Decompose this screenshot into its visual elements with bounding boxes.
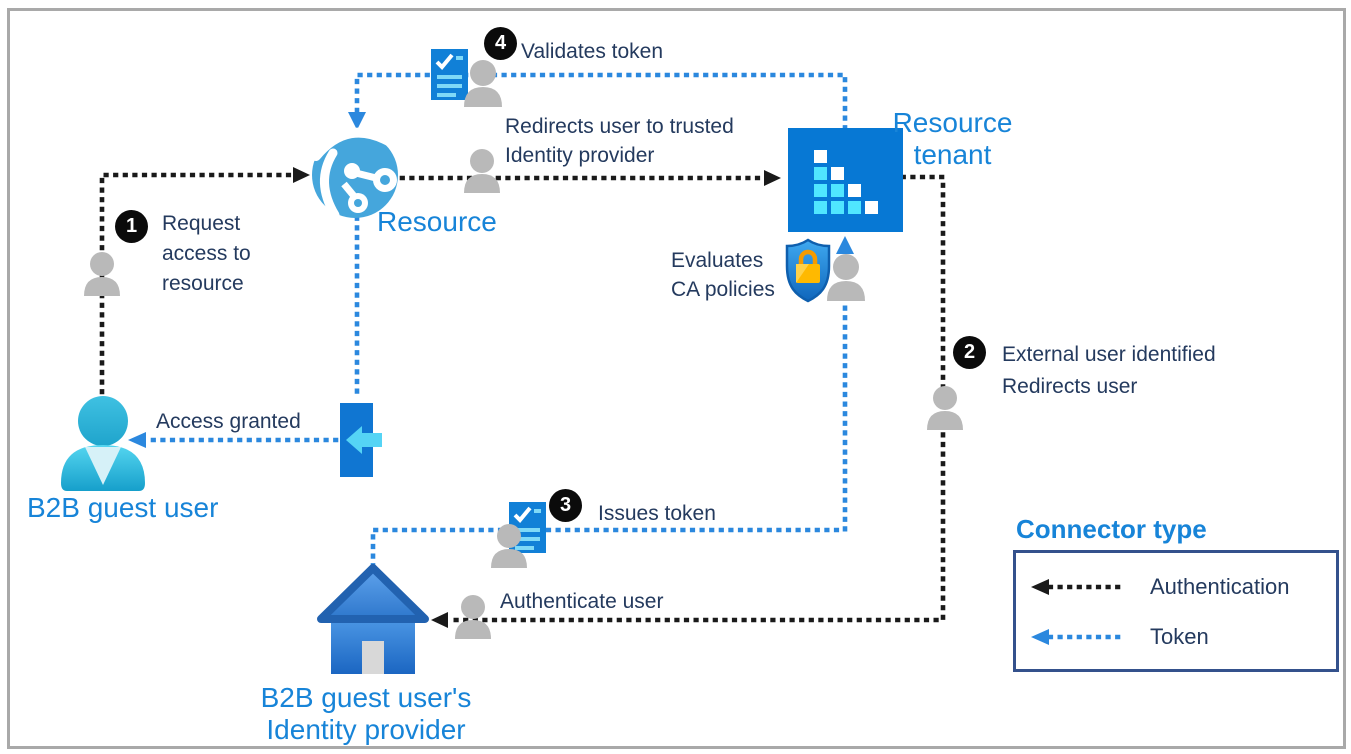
step-text-line: access to bbox=[162, 242, 251, 265]
step-text-line: resource bbox=[162, 272, 244, 295]
node-label-line: Identity provider bbox=[266, 714, 466, 745]
legend-item-authentication: Authentication bbox=[1150, 574, 1290, 599]
redirect-annotation: Redirects user to trusted Identity provi… bbox=[505, 112, 734, 170]
tenant-building-icon bbox=[788, 128, 903, 232]
annotation-line: Identity provider bbox=[505, 144, 655, 167]
step-badge-1: 1 bbox=[115, 210, 148, 243]
person-icon-step3 bbox=[491, 524, 527, 568]
identity-provider-label: B2B guest user's Identity provider bbox=[255, 682, 477, 746]
node-label-line: tenant bbox=[913, 139, 992, 170]
step-text-line: Request bbox=[162, 212, 241, 235]
person-icon-authenticate-line bbox=[455, 595, 491, 639]
token-connector-validates bbox=[348, 72, 848, 131]
shield-lock-icon bbox=[785, 238, 831, 303]
token-connector-access-granted bbox=[128, 215, 360, 448]
step-badge-2: 2 bbox=[953, 336, 986, 369]
legend-item-token: Token bbox=[1150, 624, 1209, 649]
person-icon-redirect-line bbox=[464, 149, 500, 193]
home-icon bbox=[317, 564, 429, 674]
step-text-2: External user identified Redirects user bbox=[1002, 339, 1216, 403]
token-connector-issues bbox=[370, 236, 854, 569]
guest-person-icon bbox=[61, 396, 145, 491]
auth-connector-request-access bbox=[99, 167, 310, 395]
resource-tenant-label: Resource tenant bbox=[875, 107, 1030, 171]
auth-connector-redirect-to-idp bbox=[399, 170, 781, 186]
legend-auth-connector-sample bbox=[1031, 579, 1121, 595]
person-icon-under-tenant bbox=[827, 254, 865, 301]
annotation-line: CA policies bbox=[671, 278, 775, 301]
authenticate-user-annotation: Authenticate user bbox=[500, 590, 664, 613]
annotation-line: Evaluates bbox=[671, 249, 764, 272]
signin-door-icon bbox=[340, 403, 382, 477]
diagram-border bbox=[7, 8, 1346, 749]
step-text-3: Issues token bbox=[598, 502, 716, 525]
access-granted-annotation: Access granted bbox=[156, 410, 301, 433]
globe-network-icon bbox=[311, 127, 398, 220]
node-label-line: Resource bbox=[892, 107, 1013, 138]
node-label-line: B2B guest user's bbox=[260, 682, 472, 713]
person-icon-request-line bbox=[84, 252, 120, 296]
legend-title: Connector type bbox=[1016, 514, 1207, 544]
step-badge-3: 3 bbox=[549, 489, 582, 522]
guest-user-label: B2B guest user bbox=[27, 492, 219, 523]
evaluates-annotation: Evaluates CA policies bbox=[671, 246, 775, 304]
step-badge-4: 4 bbox=[484, 27, 517, 60]
legend-token-connector-sample bbox=[1031, 629, 1121, 645]
resource-label: Resource bbox=[377, 206, 497, 237]
person-icon-external-line bbox=[927, 386, 963, 430]
step-text-line: Redirects user bbox=[1002, 375, 1138, 398]
step-text-line: External user identified bbox=[1002, 343, 1216, 366]
step-text-1: Request access to resource bbox=[162, 209, 251, 299]
annotation-line: Redirects user to trusted bbox=[505, 115, 734, 138]
token-document-icon-step4 bbox=[431, 49, 468, 100]
legend-box bbox=[1013, 550, 1339, 672]
step-text-4: Validates token bbox=[521, 40, 664, 63]
person-icon-step4 bbox=[464, 60, 502, 107]
